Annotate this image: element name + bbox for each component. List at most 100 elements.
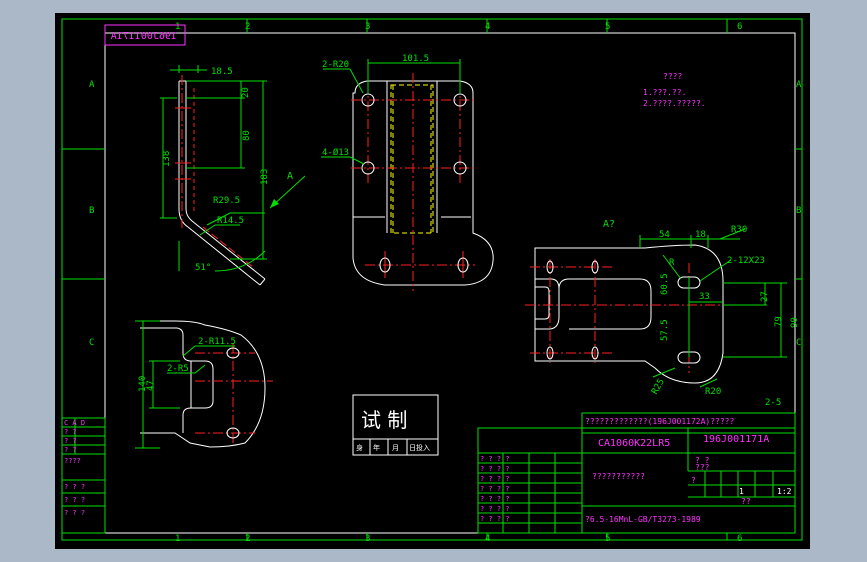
left-label: ???? [64, 457, 81, 465]
dim-140: 140 [138, 376, 148, 392]
dim-2-r20: 2-R20 [322, 60, 349, 70]
stamp-title: 试 制 [361, 408, 407, 432]
col-label-top: 1 [175, 22, 180, 32]
row-label-left: B [89, 206, 94, 216]
row-label-right: B [796, 206, 801, 216]
row-label-left: C [89, 338, 94, 348]
cad-drawing: 1 2 3 4 5 6 1 2 3 4 5 6 A B C A B C 196J… [61, 18, 803, 544]
rev-row: ? ? ? ? [480, 485, 510, 493]
drawing-sheet: 1 2 3 4 5 6 1 2 3 4 5 6 A B C A B C 196J… [55, 13, 810, 549]
title-block-text: ?????????????(196J001172A)????? CA1060K2… [480, 417, 792, 524]
stamp-cell: 月 [392, 444, 399, 452]
frame-labels: 1 2 3 4 5 6 1 2 3 4 5 6 A B C A B C [89, 22, 802, 544]
trial-stamp: 试 制 身 年 月 日投入 [352, 394, 439, 456]
dim-2-r11-5: 2-R11.5 [198, 337, 236, 347]
technical-notes: ???? 1.???.??. 2.????.?????. [643, 72, 706, 108]
dim-18-5: 18.5 [211, 67, 233, 77]
mirrored-number-box: 196J001171A [104, 24, 186, 46]
dim-54: 54 [659, 230, 670, 240]
small-cell: 1:2 [777, 487, 792, 496]
left-block-labels: C A D ? ? ? ? ? ? ???? ? ? ? ? ? ? ? ? ? [64, 419, 85, 517]
col-label-top: 2 [245, 22, 250, 32]
lower-view [135, 320, 273, 449]
dim-33: 33 [699, 292, 710, 302]
rev-row: ? ? ? ? [480, 465, 510, 473]
small-cell: ?? [741, 497, 751, 506]
col-label-bottom: 6 [737, 534, 742, 544]
section-label: 2-5 [765, 398, 781, 408]
dim-r25: R25 [650, 377, 667, 396]
col-label-bottom: 5 [605, 534, 610, 544]
dim-r29-5: R29.5 [213, 196, 240, 206]
dim-r14-5: R14.5 [217, 216, 244, 226]
left-revision-block [61, 417, 106, 534]
col-label-bottom: 1 [175, 534, 180, 544]
small-cell: ??? [695, 463, 710, 472]
left-label: C A D [64, 419, 85, 427]
dim-51-deg: 51° [195, 263, 211, 273]
mirrored-drawing-number: 196J001171A [111, 31, 177, 42]
view-arrow-label: A [287, 171, 293, 182]
dim-90: 90 [790, 317, 800, 328]
rev-row: ? ? ? ? [480, 475, 510, 483]
col-label-top: 6 [737, 22, 742, 32]
front-view-dims: 101.5 2-R20 4-Ø13 [322, 54, 429, 158]
border-frame [61, 18, 803, 541]
dim-2-12x23: 2-12X23 [727, 256, 765, 266]
drawing-number: 196J001171A [703, 434, 769, 445]
left-label: ? ? ? [64, 509, 85, 517]
title-block-header: ?????????????(196J001172A)????? [585, 417, 734, 426]
left-label: ? ? ? [64, 483, 85, 491]
rev-row: ? ? ? ? [480, 515, 510, 523]
title-block [477, 412, 796, 534]
side-view-dims: 18.5 20 80 138 183 R29.5 R14.5 51° A [162, 67, 293, 273]
rev-row: ? ? ? ? [480, 455, 510, 463]
small-cell: ? [691, 476, 696, 485]
part-code: CA1060K22LR5 [598, 438, 670, 449]
col-label-bottom: 3 [365, 534, 370, 544]
rev-row: ? ? ? ? [480, 505, 510, 513]
notes-heading: ???? [663, 72, 682, 81]
row-label-right: C [796, 338, 801, 348]
left-label: ? ? [64, 437, 77, 445]
small-cell: ? ? [695, 456, 710, 465]
dim-57-5: 57.5 [660, 319, 670, 341]
dim-27: 27 [760, 291, 770, 302]
dim-80: 80 [242, 130, 252, 141]
col-label-bottom: 4 [485, 534, 490, 544]
side-view [160, 65, 306, 286]
left-label: ? ? ? [64, 496, 85, 504]
stamp-cell: 日投入 [409, 443, 430, 452]
col-label-top: 3 [365, 22, 370, 32]
view-a [525, 228, 787, 388]
dim-r20: R20 [705, 387, 721, 397]
notes-line-2: 2.????.?????. [643, 99, 706, 108]
small-cell: 1 [739, 487, 744, 496]
dim-183: 183 [260, 169, 270, 185]
front-view [321, 59, 494, 291]
view-a-dims: A? 54 18 R30 R 2-12X23 60.5 33 27 79 90 … [603, 219, 800, 408]
lower-view-dims: 2-R11.5 2-R5 140 47 [138, 337, 236, 392]
row-label-right: A [796, 80, 802, 90]
dim-2-r5: 2-R5 [167, 364, 189, 374]
dim-20: 20 [241, 87, 251, 98]
col-label-bottom: 2 [245, 534, 250, 544]
col-label-top: 5 [605, 22, 610, 32]
dim-60-5: 60.5 [660, 273, 670, 295]
dim-47: 47 [146, 380, 156, 391]
dim-r: R [669, 258, 675, 268]
dim-4-d13: 4-Ø13 [322, 147, 349, 158]
view-a-title: A? [603, 219, 615, 230]
left-label: ? ? [64, 428, 77, 436]
rev-row: ? ? ? ? [480, 495, 510, 503]
notes-line-1: 1.???.??. [643, 88, 686, 97]
dim-18: 18 [695, 230, 706, 240]
dim-r30: R30 [731, 225, 747, 235]
left-label: ? ? [64, 446, 77, 454]
dim-79: 79 [774, 316, 784, 327]
stamp-cell: 年 [373, 443, 380, 452]
col-label-top: 4 [485, 22, 490, 32]
part-name: ??????????? [592, 472, 645, 481]
stamp-cell: 身 [356, 443, 363, 452]
dim-101-5: 101.5 [402, 54, 429, 64]
